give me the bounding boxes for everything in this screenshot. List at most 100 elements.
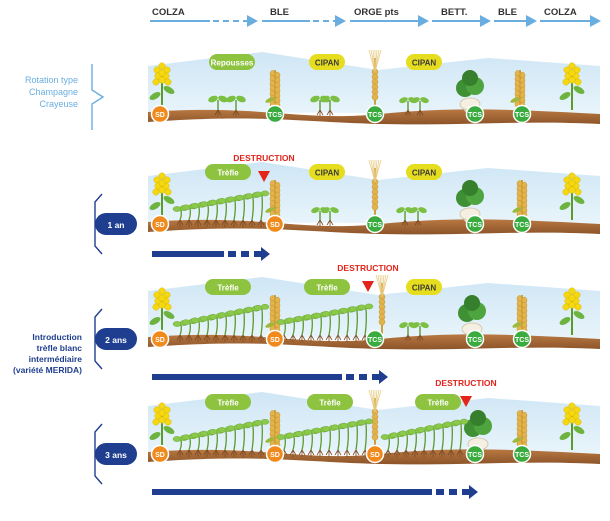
clover-icon xyxy=(253,418,270,457)
marker-tcs-4: TCS xyxy=(465,444,485,464)
crop-label-colza-2: COLZA xyxy=(544,7,577,18)
colza-plant-icon xyxy=(559,287,585,335)
marker-sd-2: SD xyxy=(265,329,285,349)
colza-plant-icon xyxy=(149,172,175,220)
duration-arrow xyxy=(152,485,478,499)
clover-icon xyxy=(253,190,270,227)
marker-tcs-5: TCS xyxy=(512,444,532,464)
crop-header: COLZA BLE ORGE pts BETT. BLE COLZA xyxy=(150,7,601,27)
marker-tcs-3-label: TCS xyxy=(368,222,382,229)
sugar-beet-icon xyxy=(464,410,492,455)
crop-label-ble-2: BLE xyxy=(498,7,517,18)
pill-cover-1-label: Trèfle xyxy=(217,169,239,178)
destruction-triangle-icon xyxy=(460,396,472,407)
pill-cover-1: Repousses xyxy=(209,54,255,70)
barley-ear-icon xyxy=(368,159,382,220)
header-arrow-ble xyxy=(262,15,346,27)
marker-tcs-2: TCS xyxy=(265,104,285,124)
marker-sd-1: SD xyxy=(150,104,170,124)
marker-tcs-3-label: TCS xyxy=(368,112,382,119)
header-arrow-colza xyxy=(150,15,258,27)
marker-tcs-4: TCS xyxy=(465,214,485,234)
wheat-ear-icon xyxy=(510,70,526,110)
introduction-line-4: (variété MERIDA) xyxy=(13,365,82,375)
destruction-triangle-icon xyxy=(362,281,374,292)
clover-icon xyxy=(235,193,252,227)
marker-tcs-5-label: TCS xyxy=(515,452,529,459)
year-badge: 3 ans xyxy=(95,443,137,465)
destruction-label: DESTRUCTION xyxy=(435,378,496,388)
marker-tcs-5: TCS xyxy=(512,104,532,124)
clover-icon xyxy=(357,303,374,342)
pill-cipan-2-label: CIPAN xyxy=(315,59,340,68)
marker-tcs-4: TCS xyxy=(465,104,485,124)
crop-label-bett: BETT. xyxy=(441,7,467,18)
marker-tcs-5: TCS xyxy=(512,214,532,234)
header-arrow-ble-2 xyxy=(494,15,537,27)
colza-plant-icon xyxy=(559,402,585,450)
duration-arrow xyxy=(152,370,388,384)
marker-tcs-5: TCS xyxy=(512,329,532,349)
pill-cover-1: Trèfle xyxy=(205,164,251,180)
pill-cipan-3: CIPAN xyxy=(406,164,442,180)
destruction-label: DESTRUCTION xyxy=(337,263,398,273)
marker-tcs-5-label: TCS xyxy=(515,222,529,229)
year-badge: 2 ans xyxy=(95,328,137,350)
row-rotation: Repousses CIPAN CIPAN SD TCS TCS TCS TCS xyxy=(148,49,600,125)
marker-sd-1-label: SD xyxy=(155,452,165,459)
crop-label-ble: BLE xyxy=(270,7,289,18)
sky-band xyxy=(148,277,600,339)
pill-cipan-3-label: CIPAN xyxy=(412,59,437,68)
marker-sd-2: SD xyxy=(265,214,285,234)
crop-label-orge: ORGE pts xyxy=(354,7,399,18)
introduction-label: Introduction trèfle blanc intermédiaire … xyxy=(13,332,82,375)
sugar-beet-icon xyxy=(456,70,484,115)
marker-tcs-2-label: TCS xyxy=(268,112,282,119)
year-badge-label: 3 ans xyxy=(105,450,127,460)
marker-tcs-3: TCS xyxy=(365,329,385,349)
marker-sd-1: SD xyxy=(150,214,170,234)
seedling-icon xyxy=(208,95,228,116)
year-badge: 1 an xyxy=(95,213,137,235)
marker-tcs-4-label: TCS xyxy=(468,222,482,229)
colza-plant-icon xyxy=(149,62,175,110)
pill-cipan-2: CIPAN xyxy=(309,54,345,70)
barley-ear-icon xyxy=(368,389,382,450)
marker-tcs-4-label: TCS xyxy=(468,112,482,119)
crop-label-colza: COLZA xyxy=(152,7,185,18)
pill-cover-1: Trèfle xyxy=(205,394,251,410)
seedling-icon xyxy=(226,95,246,116)
pill-cover-3-label: Trèfle xyxy=(427,399,449,408)
pill-cipan-2: CIPAN xyxy=(309,164,345,180)
marker-sd-3: SD xyxy=(365,444,385,464)
seedling-icon xyxy=(411,322,429,341)
destruction-label: DESTRUCTION xyxy=(233,153,294,163)
marker-tcs-4-label: TCS xyxy=(468,452,482,459)
pill-cipan-3-label: CIPAN xyxy=(412,169,437,178)
marker-sd-1: SD xyxy=(150,444,170,464)
marker-tcs-5-label: TCS xyxy=(515,112,529,119)
pill-cipan-2-label: CIPAN xyxy=(315,169,340,178)
marker-sd-1-label: SD xyxy=(155,222,165,229)
pill-cipan-3: CIPAN xyxy=(406,54,442,70)
wheat-ear-icon xyxy=(265,295,281,335)
barley-ear-icon xyxy=(375,274,389,335)
destruction-triangle-icon xyxy=(258,171,270,182)
introduction-line-1: Introduction xyxy=(32,332,82,342)
seedling-icon xyxy=(411,97,429,116)
marker-sd-3-label: SD xyxy=(370,452,380,459)
marker-tcs-5-label: TCS xyxy=(515,337,529,344)
marker-sd-1: SD xyxy=(150,329,170,349)
marker-sd-1-label: SD xyxy=(155,337,165,344)
marker-tcs-3-label: TCS xyxy=(368,337,382,344)
clover-icon xyxy=(357,418,374,457)
barley-ear-icon xyxy=(368,49,382,110)
pill-cover-2: Trèfle xyxy=(307,394,353,410)
marker-tcs-3: TCS xyxy=(365,214,385,234)
pill-cover-1: Trèfle xyxy=(205,279,251,295)
year-badge-label: 1 an xyxy=(107,220,124,230)
clover-icon xyxy=(253,303,270,342)
marker-sd-2: SD xyxy=(265,444,285,464)
